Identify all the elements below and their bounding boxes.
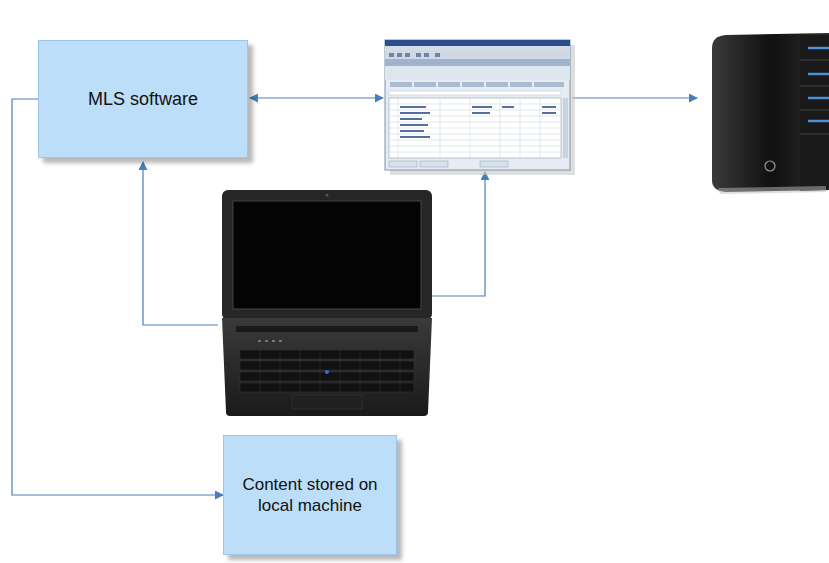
- storage-box: Content stored on local machine: [223, 435, 397, 555]
- box-label: MLS software: [88, 88, 198, 111]
- wire: [428, 172, 485, 296]
- connector-arrow: [12, 99, 223, 495]
- wire: [250, 97, 383, 98]
- wire: [143, 162, 218, 325]
- box-label: Content stored on local machine: [234, 474, 386, 517]
- process-box: MLS software: [38, 40, 248, 158]
- application-screenshot: [385, 40, 575, 175]
- laptop-icon: [222, 190, 432, 416]
- wire: [572, 97, 697, 98]
- server-icon: [712, 33, 829, 194]
